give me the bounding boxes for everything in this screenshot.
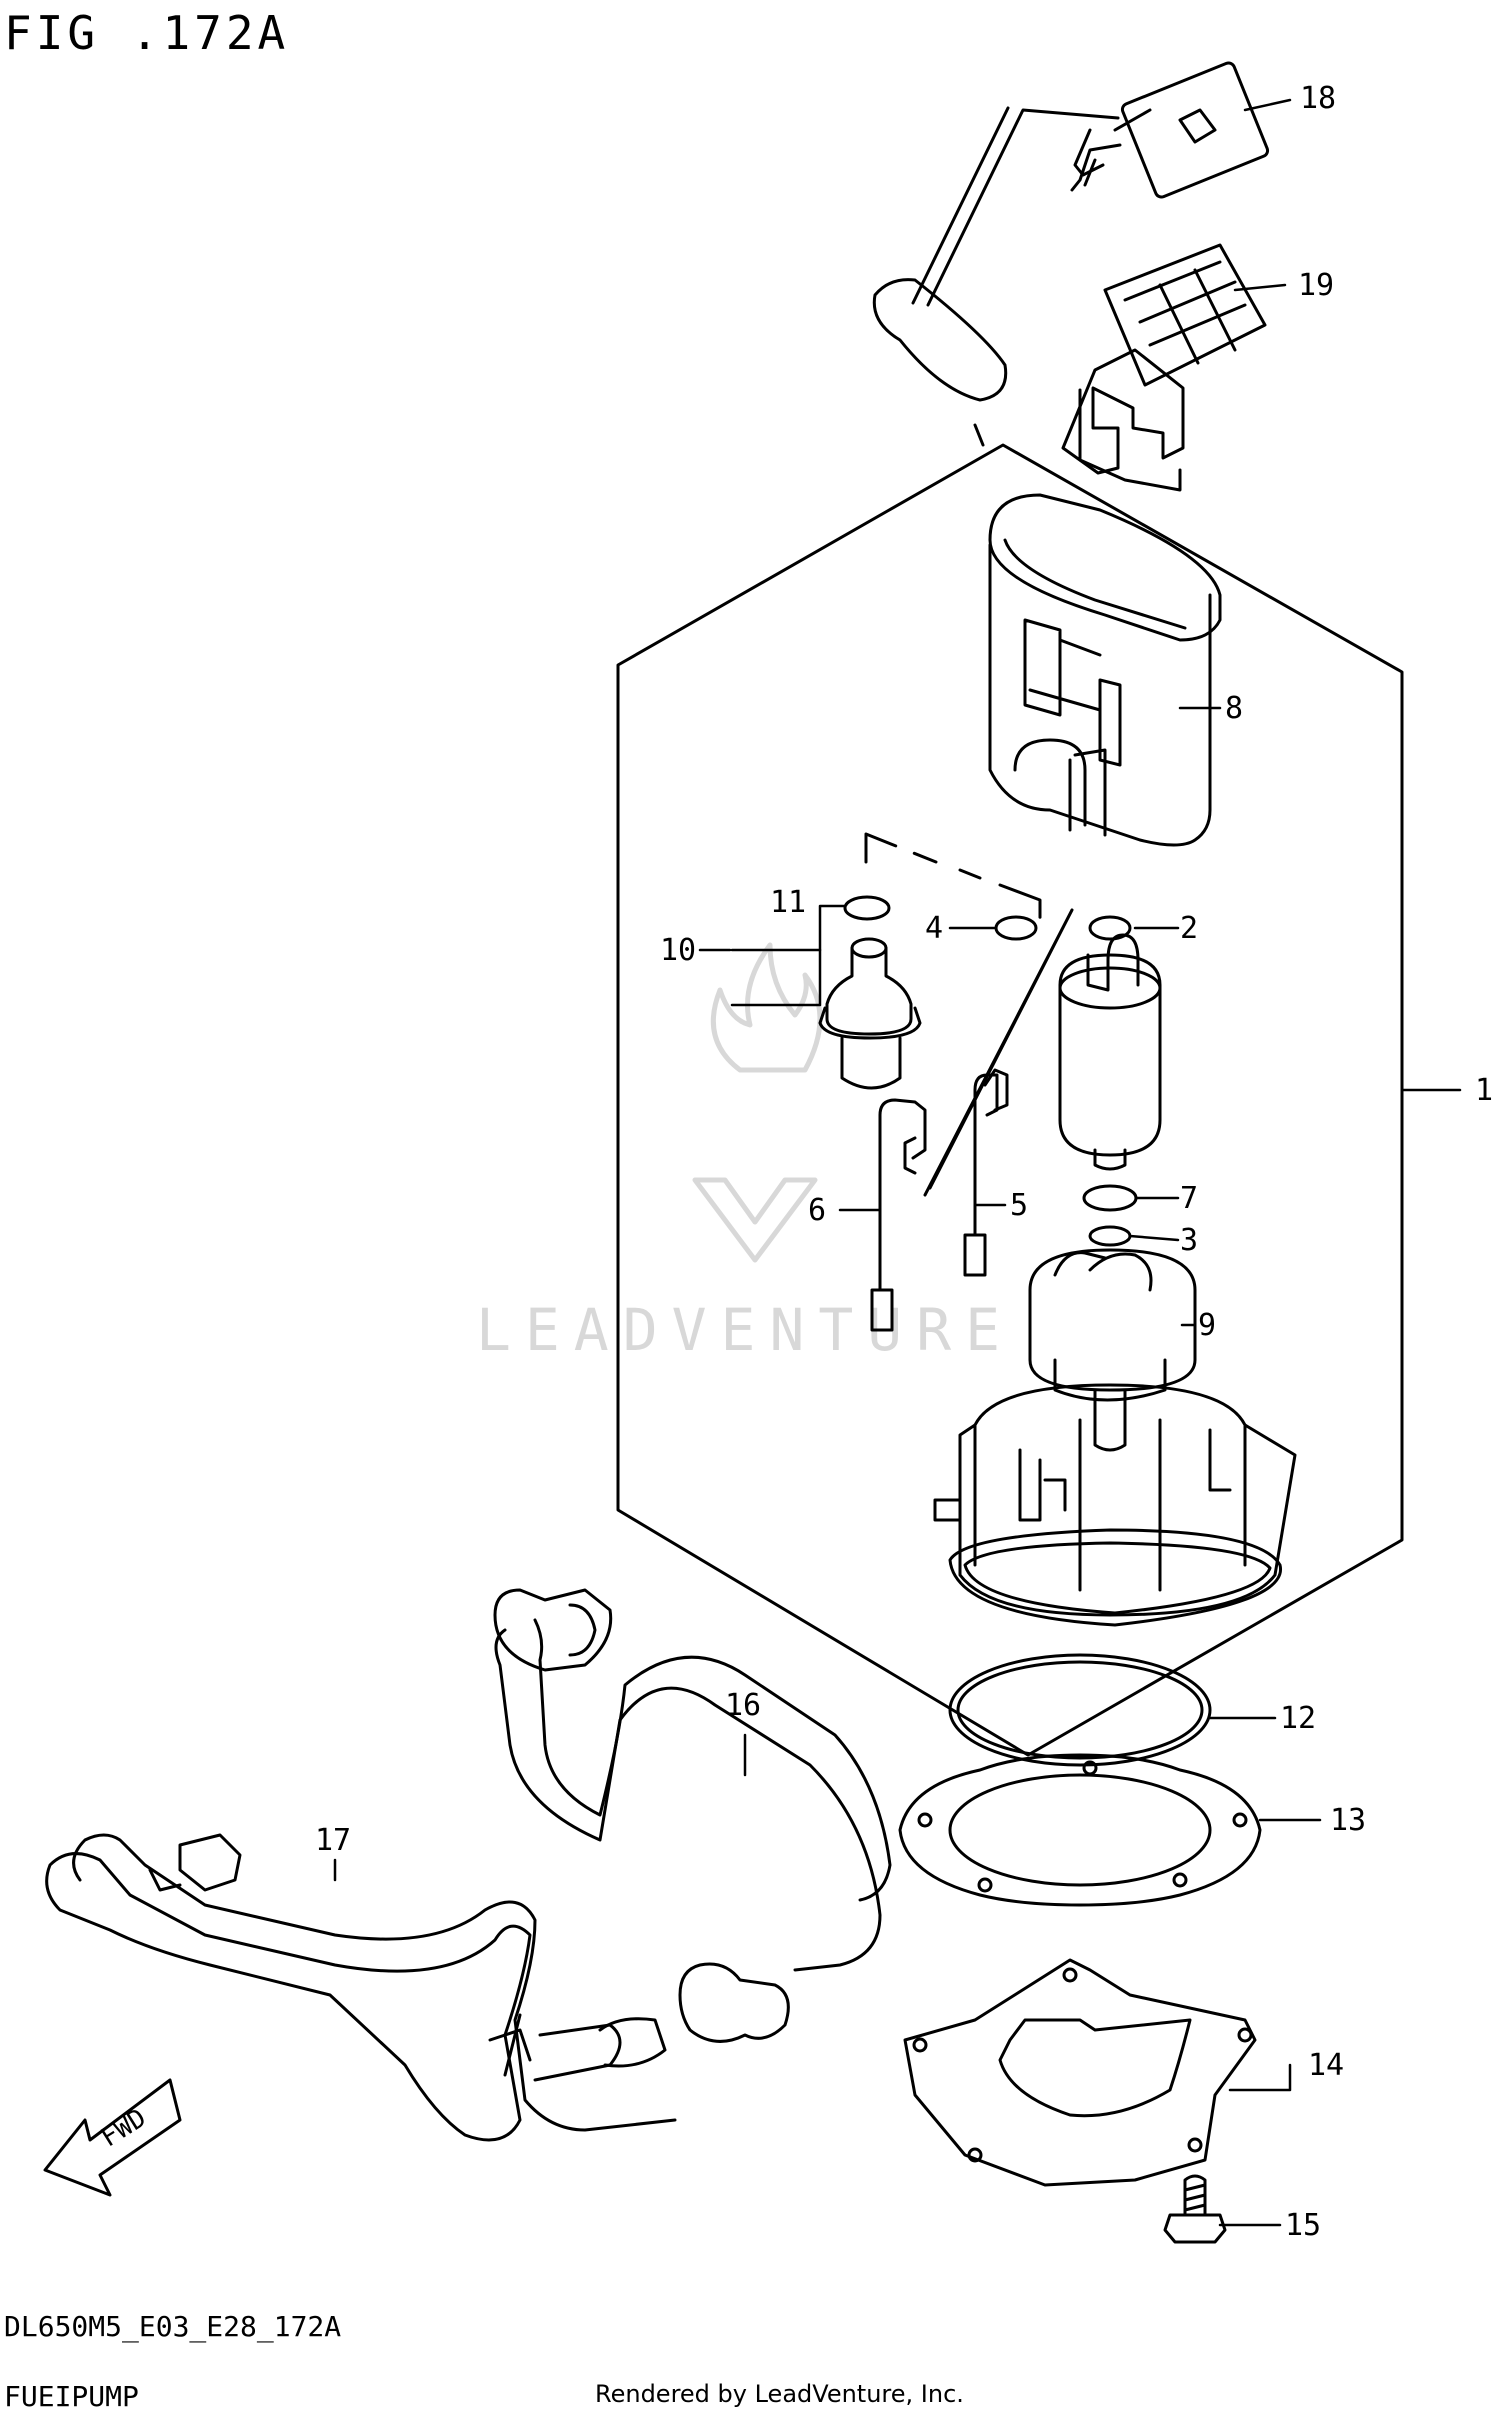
figure-title: FIG .172A xyxy=(4,6,290,60)
fuel-filter-housing xyxy=(988,493,1222,847)
diagram-name: FUEIPUMP xyxy=(4,2380,139,2413)
o-ring-2 xyxy=(1088,915,1132,941)
fuel-pump-motor xyxy=(1058,933,1162,1171)
watermark-logo xyxy=(692,942,823,1263)
fuel-hose-16 xyxy=(493,1588,892,2043)
callout-1: 1 xyxy=(1475,1073,1493,1108)
pump-leader-lines xyxy=(923,908,1074,1197)
filter-dash-leader xyxy=(864,832,1042,928)
callout-9: 9 xyxy=(1198,1308,1216,1343)
pump-reservoir-base xyxy=(933,1383,1297,1627)
callout-10: 10 xyxy=(660,933,696,968)
callout-labels: 1 2 3 4 5 6 7 8 9 10 11 12 13 14 15 16 1… xyxy=(315,81,1493,2243)
o-ring-3 xyxy=(1088,1225,1132,1247)
callout-2: 2 xyxy=(1180,911,1198,946)
diagram-code: DL650M5_E03_E28_172A xyxy=(4,2310,342,2343)
callout-13: 13 xyxy=(1330,1803,1366,1838)
callout-15: 15 xyxy=(1285,2208,1321,2243)
callout-3: 3 xyxy=(1180,1223,1198,1258)
callout-17: 17 xyxy=(315,1823,351,1858)
callout-7: 7 xyxy=(1180,1181,1198,1216)
watermark-text: LEADVENTURE xyxy=(476,1296,1014,1364)
callout-18: 18 xyxy=(1300,81,1336,116)
callout-12: 12 xyxy=(1280,1701,1316,1736)
o-ring-7 xyxy=(1082,1184,1138,1212)
callout-11: 11 xyxy=(770,885,806,920)
pump-assembly-outline xyxy=(616,443,1404,1757)
callout-5: 5 xyxy=(1010,1188,1028,1223)
callout-4: 4 xyxy=(925,911,943,946)
callout-leaders xyxy=(333,98,1462,2227)
render-credit: Rendered by LeadVenture, Inc. xyxy=(595,2380,964,2408)
mounting-plate-13 xyxy=(898,1753,1262,1907)
gasket-14 xyxy=(903,1958,1257,2187)
fuel-level-sender xyxy=(872,61,1270,447)
pump-wire-lead-6 xyxy=(870,1098,927,1332)
o-ring-4 xyxy=(994,915,1038,941)
pump-holder xyxy=(1028,1248,1197,1402)
fwd-direction-arrow xyxy=(43,2078,182,2197)
bolt-15 xyxy=(1163,2174,1227,2244)
pump-wire-lead-5 xyxy=(963,1068,1009,1277)
gasket-12 xyxy=(948,1653,1212,1767)
callout-8: 8 xyxy=(1225,691,1243,726)
fuel-pump-bracket xyxy=(1061,243,1267,492)
fuel-hose-17 xyxy=(45,1833,677,2142)
callout-6: 6 xyxy=(808,1193,826,1228)
callout-14: 14 xyxy=(1308,2048,1344,2083)
callout-16: 16 xyxy=(725,1688,761,1723)
callout-19: 19 xyxy=(1298,268,1334,303)
pressure-regulator xyxy=(818,895,922,1090)
